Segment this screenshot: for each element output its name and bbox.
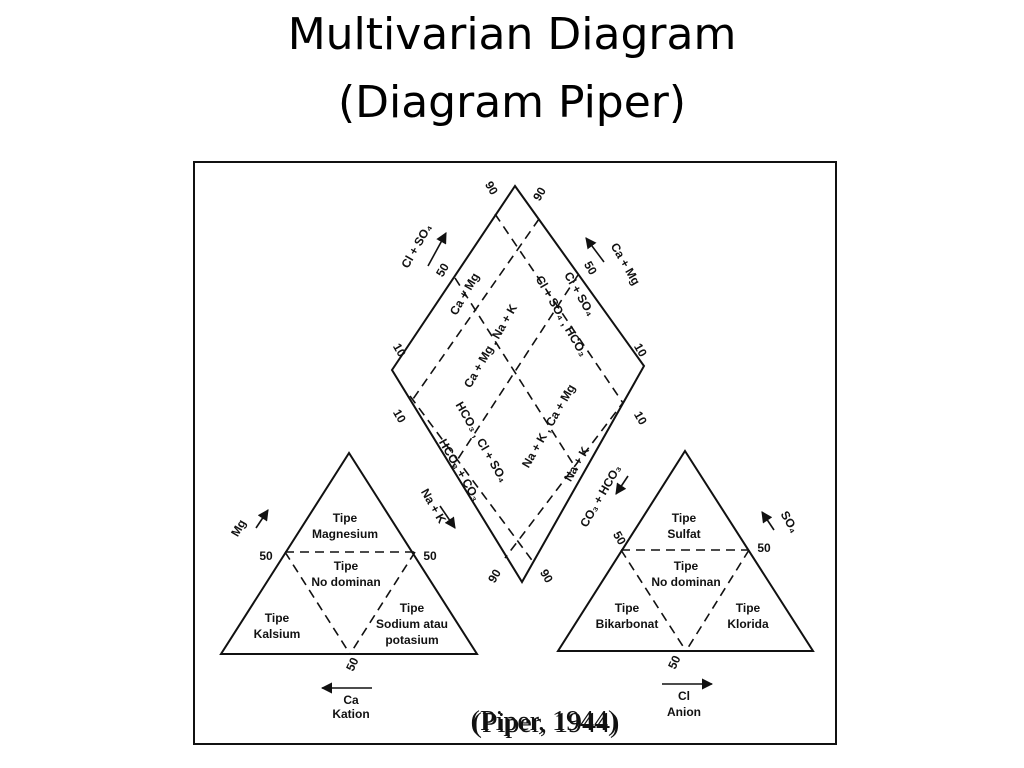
figure-frame	[193, 161, 837, 745]
diamond-grid-line	[409, 395, 535, 564]
anion-tick: 50	[610, 529, 629, 548]
region-label: Magnesium	[312, 527, 378, 541]
diamond-tick: 90	[530, 184, 549, 203]
diamond-grid-line	[454, 277, 578, 471]
region-label: Tipe	[333, 511, 358, 525]
diamond-tick: 90	[485, 566, 504, 585]
arrow-icon	[255, 509, 269, 529]
arrow-icon	[585, 237, 605, 263]
anion-tick: 50	[665, 653, 683, 671]
diamond-tick: 10	[631, 341, 650, 360]
region-label: Sulfat	[667, 527, 700, 541]
cation-triangle-outline	[219, 451, 479, 655]
cation-tick: 50	[423, 549, 437, 563]
arrow-icon	[615, 475, 629, 495]
anion-tick: 50	[757, 541, 771, 555]
anion-axis-label: Anion	[667, 705, 701, 719]
caption-shadow: (Piper, 1944)	[473, 708, 620, 739]
region-label: No dominan	[311, 575, 380, 589]
arrow-icon	[439, 505, 456, 529]
slide-title-line1: Multivarian Diagram	[287, 9, 737, 60]
diamond-grid-line	[494, 213, 624, 404]
cation-axis-label: Ca	[343, 693, 359, 707]
diamond-grid-line	[504, 399, 626, 559]
cation-grid-line	[349, 551, 416, 655]
region-label: Tipe	[674, 559, 699, 573]
diamond-outline	[390, 184, 646, 584]
region-label: Tipe	[672, 511, 697, 525]
region-label: Klorida	[727, 617, 769, 631]
arrow-icon	[761, 511, 775, 531]
anion-axis-label: Cl	[678, 689, 690, 703]
region-label: Tipe	[400, 601, 425, 615]
figure-caption: (Piper, 1944)	[471, 706, 618, 737]
diamond-tick: 10	[631, 409, 650, 428]
region-label: potasium	[385, 633, 438, 647]
diamond-grid-line	[451, 274, 579, 469]
region-label: Kalsium	[254, 627, 301, 641]
diamond-tick: 90	[537, 567, 556, 586]
arrow-icon	[427, 232, 447, 267]
region-label: Tipe	[736, 601, 761, 615]
cation-tick: 50	[259, 549, 273, 563]
region-label: No dominan	[651, 575, 720, 589]
cation-grid-line	[284, 551, 351, 655]
diamond-tick: 90	[482, 179, 501, 198]
region-label: Tipe	[334, 559, 359, 573]
anion-grid-line	[685, 549, 750, 652]
region-label: Sodium atau	[376, 617, 448, 631]
slide-title-line2: (Diagram Piper)	[337, 77, 687, 128]
diamond-tick: 10	[390, 341, 409, 360]
diamond-tick: 50	[581, 259, 600, 278]
diamond-tick: 50	[433, 260, 452, 279]
diamond-grid-line	[412, 218, 540, 400]
cation-tick: 50	[343, 655, 361, 673]
cation-axis-label: Kation	[332, 707, 369, 721]
region-label: Tipe	[265, 611, 290, 625]
diamond-tick: 10	[390, 407, 409, 426]
region-label: Bikarbonat	[596, 617, 659, 631]
region-label: Tipe	[615, 601, 640, 615]
anion-grid-line	[620, 549, 687, 652]
